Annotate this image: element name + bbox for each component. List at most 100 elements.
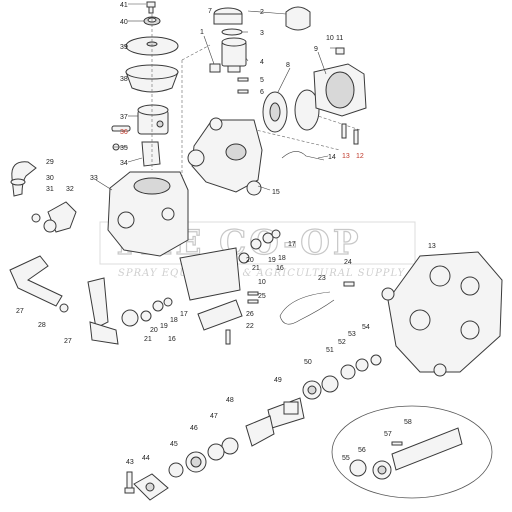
callout-13-screw: 13 xyxy=(342,153,350,160)
part-12-screw xyxy=(353,129,359,145)
callout-30: 30 xyxy=(46,175,54,182)
part-41-bolt xyxy=(146,1,156,14)
part-23-hose xyxy=(279,291,335,325)
part-53-ring xyxy=(355,358,369,372)
callout-44: 44 xyxy=(142,455,150,462)
callout-16-upper: 16 xyxy=(276,265,284,272)
callout-36: 36 xyxy=(120,129,128,136)
callout-5: 5 xyxy=(260,77,264,84)
callout-58: 58 xyxy=(404,419,412,426)
callout-28: 28 xyxy=(38,322,46,329)
callout-37: 37 xyxy=(120,114,128,121)
callout-14: 14 xyxy=(328,154,336,161)
callout-41: 41 xyxy=(120,2,128,9)
callout-11: 11 xyxy=(336,35,343,42)
callout-32: 32 xyxy=(66,186,74,193)
callout-51: 51 xyxy=(326,347,334,354)
callout-3: 3 xyxy=(260,30,264,37)
callout-18-lower: 18 xyxy=(170,317,178,324)
part-32-fitting xyxy=(43,201,77,233)
part-9-cover xyxy=(313,63,367,117)
callout-4: 4 xyxy=(260,59,264,66)
callout-9: 9 xyxy=(314,46,318,53)
part-37-piston xyxy=(137,104,169,135)
part-5-screw xyxy=(237,77,249,82)
part-54-ring xyxy=(370,354,382,366)
part-13-screw xyxy=(341,123,347,139)
part-14-wire xyxy=(281,151,325,161)
part-22-bolt xyxy=(225,329,231,345)
part-10-o-ring xyxy=(294,89,320,131)
part-43-bolt xyxy=(124,471,135,494)
callout-53: 53 xyxy=(348,331,356,338)
callout-33: 33 xyxy=(90,175,98,182)
callout-15: 15 xyxy=(272,189,280,196)
callout-12: 12 xyxy=(356,153,364,160)
part-8-diaphragm xyxy=(262,91,288,133)
callout-49: 49 xyxy=(274,377,282,384)
callout-1: 1 xyxy=(200,29,204,36)
callout-39: 39 xyxy=(120,44,128,51)
part-valve-group-upper xyxy=(179,229,281,301)
callout-19-lower: 19 xyxy=(160,323,168,330)
callout-13-crankcase: 13 xyxy=(428,243,436,250)
part-25-bolts xyxy=(247,291,259,304)
callout-45: 45 xyxy=(170,441,178,448)
callout-50: 50 xyxy=(304,359,312,366)
part-44-flange xyxy=(133,473,169,501)
callout-25: 25 xyxy=(258,293,266,300)
callout-52: 52 xyxy=(338,339,346,346)
callout-57: 57 xyxy=(384,431,392,438)
callout-24: 24 xyxy=(344,259,352,266)
callout-18-upper: 18 xyxy=(278,255,286,262)
part-33-pump-head xyxy=(107,171,189,257)
part-29-elbow xyxy=(11,161,37,197)
part-49-crankshaft xyxy=(245,397,305,447)
part-6-screw xyxy=(237,89,249,94)
callout-21-upper: 21 xyxy=(252,265,260,272)
part-7-cap xyxy=(213,7,243,25)
callout-20-upper: 20 xyxy=(246,257,254,264)
part-50-bearing xyxy=(302,380,322,400)
part-1-valve-spring xyxy=(209,63,221,73)
callout-26: 26 xyxy=(246,311,254,318)
part-51-ring xyxy=(321,375,339,393)
part-11-screw xyxy=(335,47,345,55)
part-24-rod xyxy=(343,281,355,287)
callout-48: 48 xyxy=(226,397,234,404)
callout-29: 29 xyxy=(46,159,54,166)
part-13-crankcase xyxy=(381,251,503,377)
callout-8: 8 xyxy=(286,62,290,69)
part-27-elbow-lower xyxy=(87,277,119,345)
callout-10: 10 xyxy=(326,35,334,42)
part-34-rod xyxy=(141,141,161,167)
part-27-elbow-upper xyxy=(9,255,63,307)
callout-10-bolt: 10 xyxy=(258,279,266,286)
callout-27-upper: 27 xyxy=(16,308,24,315)
callout-38: 38 xyxy=(120,76,128,83)
callout-19-upper: 19 xyxy=(268,257,276,264)
callout-56: 56 xyxy=(358,447,366,454)
part-47-ring xyxy=(207,443,225,461)
callout-31: 31 xyxy=(46,186,54,193)
callout-55: 55 xyxy=(342,455,350,462)
part-4-air-chamber xyxy=(221,37,247,73)
callout-17-upper: 17 xyxy=(288,241,296,248)
callout-22: 22 xyxy=(246,323,254,330)
callout-40: 40 xyxy=(120,19,128,26)
part-28-ring xyxy=(59,303,69,313)
part-2-gauge-cap xyxy=(285,6,311,31)
callout-54: 54 xyxy=(362,324,370,331)
callout-2: 2 xyxy=(260,9,264,16)
part-31-ring xyxy=(31,213,41,223)
watermark-tagline: SPRAY EQUIPMENT & AGRICULTURAL SUPPLY xyxy=(118,268,406,279)
part-30-washer xyxy=(10,178,26,186)
callout-23: 23 xyxy=(318,275,326,282)
callout-47: 47 xyxy=(210,413,218,420)
callout-21-lower: 21 xyxy=(144,336,152,343)
callout-labels: 41 40 39 38 37 36 35 34 29 30 31 32 33 1… xyxy=(16,2,436,466)
part-valve-group-lower xyxy=(121,297,173,327)
callout-6: 6 xyxy=(260,89,264,96)
callout-7: 7 xyxy=(208,8,212,15)
